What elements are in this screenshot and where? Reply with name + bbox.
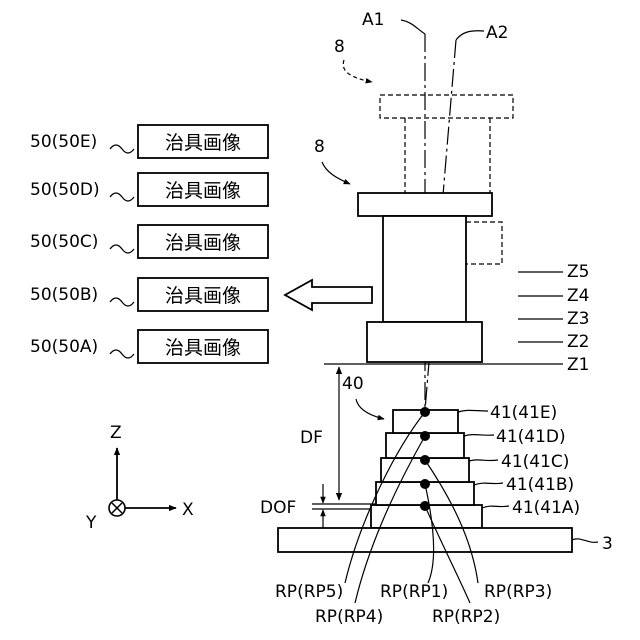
z-level-z5: Z5 — [567, 262, 589, 282]
y-axis-label: Y — [85, 513, 97, 533]
camera-upper-pointer — [343, 60, 372, 82]
camera-lower — [358, 193, 492, 362]
jig-image-b: 50(50B) 治具画像 — [30, 278, 268, 311]
reference-point-rp3 — [420, 455, 430, 465]
axis-a2-leader — [456, 31, 484, 40]
jig-label: 40 — [342, 374, 364, 394]
jig-image-e-text: 治具画像 — [165, 132, 241, 154]
z-level-z4: Z4 — [567, 286, 589, 306]
z-level-z1: Z1 — [567, 355, 589, 375]
jig-image-c: 50(50C) 治具画像 — [30, 225, 268, 258]
jig-image-a: 50(50A) 治具画像 — [30, 330, 268, 363]
z-level-z2: Z2 — [567, 332, 589, 352]
axis-a2-label: A2 — [486, 23, 508, 43]
reference-point-rp5 — [420, 407, 430, 417]
step-label-a: 41(41A) — [512, 498, 580, 518]
jig-image-c-text: 治具画像 — [165, 232, 241, 254]
axis-a1-label: A1 — [362, 10, 384, 30]
step-label-c: 41(41C) — [501, 452, 569, 472]
camera-label-lower: 8 — [314, 137, 325, 157]
rp4-label: RP(RP4) — [315, 607, 383, 627]
camera-lower-pointer — [322, 162, 350, 184]
stage-label: 3 — [602, 534, 613, 554]
jig-image-c-label: 50(50C) — [30, 232, 98, 252]
stage — [278, 528, 572, 552]
camera-upper — [380, 95, 513, 193]
z-level-z3: Z3 — [567, 309, 589, 329]
axis-a1-leader — [401, 20, 425, 34]
df-label: DF — [300, 428, 323, 448]
stage-leader — [572, 539, 598, 542]
reference-point-rp2 — [420, 479, 430, 489]
rp5-label: RP(RP5) — [275, 582, 343, 602]
reference-point-rp4 — [420, 431, 430, 441]
step-label-d: 41(41D) — [496, 427, 566, 447]
jig-image-e: 50(50E) 治具画像 — [30, 125, 268, 158]
rp3-label: RP(RP3) — [484, 582, 552, 602]
reference-point-rp1 — [420, 501, 430, 511]
x-axis-label: X — [182, 500, 194, 520]
jig-image-d-label: 50(50D) — [30, 180, 100, 200]
dof-label: DOF — [260, 498, 296, 518]
jig-image-d: 50(50D) 治具画像 — [30, 173, 268, 206]
jig-image-a-text: 治具画像 — [165, 337, 241, 359]
z-axis-label: Z — [110, 423, 122, 443]
camera-side-module-dashed — [466, 222, 502, 264]
rp1-label: RP(RP1) — [380, 582, 448, 602]
jig-image-e-label: 50(50E) — [30, 132, 97, 152]
jig-image-a-label: 50(50A) — [30, 337, 98, 357]
step-label-e: 41(41E) — [490, 403, 557, 423]
camera-label-upper: 8 — [334, 37, 345, 57]
step-label-b: 41(41B) — [506, 475, 574, 495]
jig-pointer — [356, 399, 384, 419]
rp2-label: RP(RP2) — [432, 607, 500, 627]
jig-image-b-label: 50(50B) — [30, 285, 98, 305]
jig-image-b-text: 治具画像 — [165, 285, 241, 307]
jig-image-d-text: 治具画像 — [165, 180, 241, 202]
output-arrow — [285, 280, 372, 310]
coordinate-axes: Z X Y — [85, 423, 194, 533]
